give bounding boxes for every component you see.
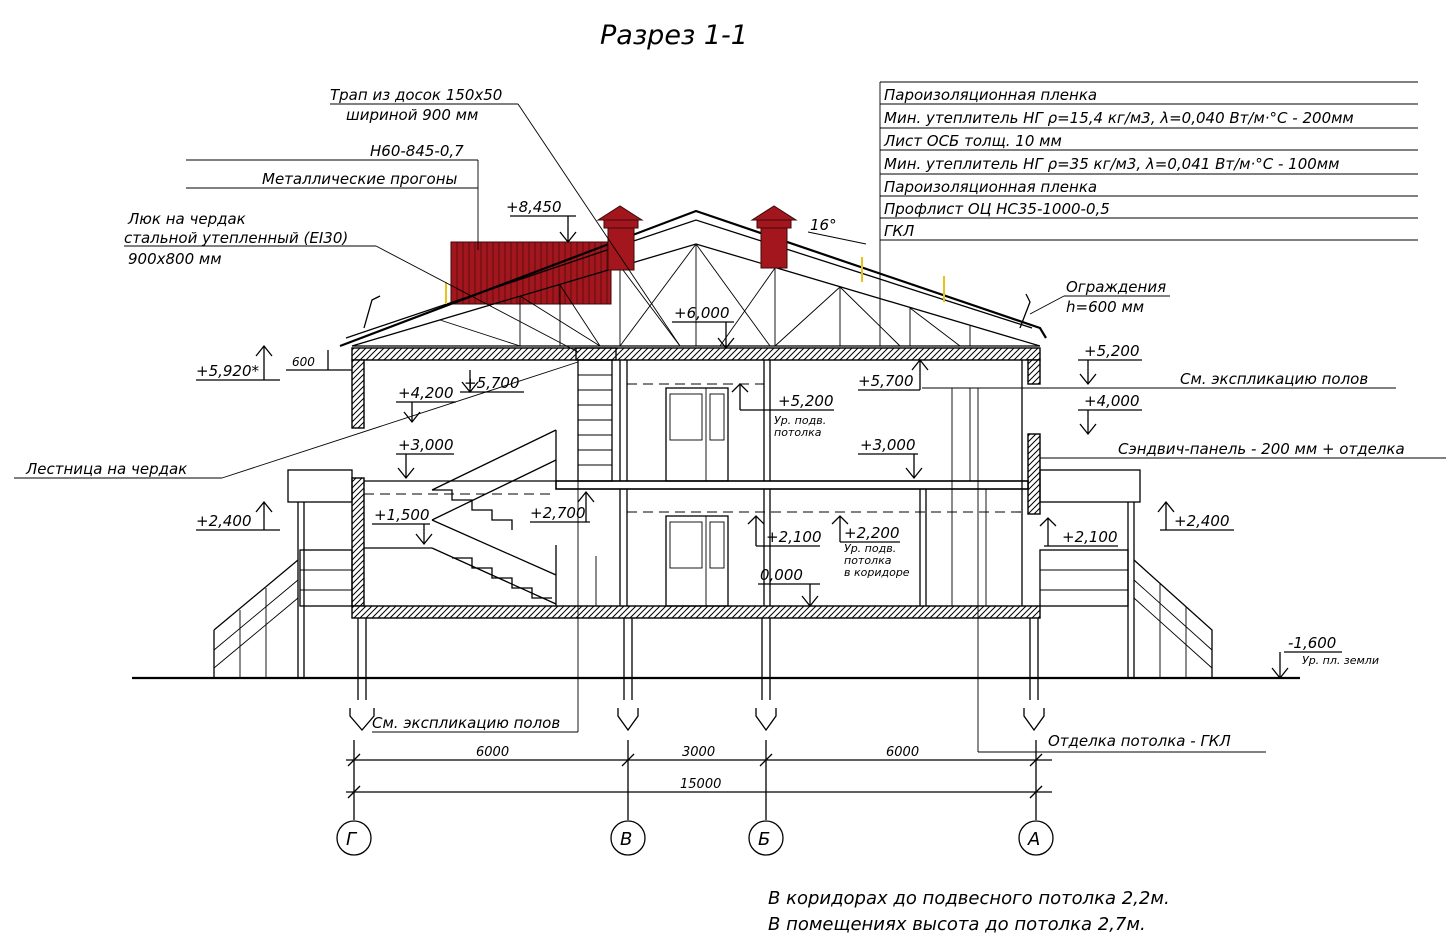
layer-4: Мин. утеплитель НГ ρ=35 кг/м3, λ=0,041 В… [884, 155, 1339, 173]
chimney-left [596, 205, 644, 271]
layer-5: Пароизоляционная пленка [884, 178, 1097, 196]
level-2200-note-1: Ур. подв. [844, 542, 896, 555]
level-5200-center: +5,200 [778, 392, 834, 410]
dimension-lines [346, 740, 1052, 820]
drawing-title: Разрез 1-1 [600, 20, 748, 51]
level-5200-note-1: Ур. подв. [774, 414, 826, 427]
porch-right [1039, 469, 1213, 678]
level-marks [196, 215, 1342, 680]
level-0000: 0,000 [760, 566, 803, 584]
dim-span-3: 6000 [886, 745, 919, 760]
ground-level-note: Ур. пл. земли [1302, 654, 1379, 667]
level-5920: +5,920* [196, 362, 260, 380]
dim-span-2: 3000 [682, 745, 715, 760]
railing-label-2: h=600 мм [1066, 298, 1144, 316]
level-5200-note-2: потолка [774, 426, 822, 439]
level-5700-right: +5,700 [858, 372, 914, 390]
roof-outline [339, 209, 1047, 348]
chimney-right [750, 205, 798, 269]
leader-lines [14, 81, 1446, 753]
level-5200-right: +5,200 [1084, 342, 1140, 360]
door-upper [665, 387, 729, 482]
dim-span-1: 6000 [476, 745, 509, 760]
trap-label-2: шириной 900 мм [346, 106, 478, 124]
layer-2: Мин. утеплитель НГ ρ=15,4 кг/м3, λ=0,040… [884, 109, 1354, 127]
level-6000: +6,000 [674, 304, 730, 322]
main-staircase [364, 429, 557, 606]
attic-ladder [575, 347, 617, 482]
level-2700: +2,700 [530, 504, 586, 522]
level-4000: +4,000 [1084, 392, 1140, 410]
axis-markers [336, 820, 1054, 856]
level-minus-1600: -1,600 [1288, 634, 1336, 652]
axis-label-a: А [1027, 829, 1040, 850]
level-2400-left: +2,400 [196, 512, 252, 530]
level-2400-right: +2,400 [1174, 512, 1230, 530]
hatch-label-1: Люк на чердак [127, 210, 246, 228]
hatch-label-2: стальной утепленный (EI30) [124, 229, 348, 247]
level-2100-right: +2,100 [1062, 528, 1118, 546]
attic-slab [351, 347, 1041, 361]
level-5700-left: +5,700 [464, 374, 520, 392]
level-3000-left: +3,000 [398, 436, 454, 454]
layer-7: ГКЛ [884, 222, 914, 240]
profile-label: Н60-845-0,7 [370, 142, 464, 160]
level-2200-note-3: в коридоре [844, 566, 910, 579]
note-corridor: В коридорах до подвесного потолка 2,2м. [768, 888, 1170, 909]
floors-ref-right: См. экспликацию полов [1180, 370, 1368, 388]
dim-600: 600 [292, 355, 315, 369]
piles [349, 618, 1045, 732]
door-lower [665, 515, 729, 607]
truss-webs [439, 243, 971, 347]
stair-label: Лестница на чердак [25, 460, 187, 478]
level-4200: +4,200 [398, 384, 454, 402]
level-8450: +8,450 [506, 198, 562, 216]
trap-label-1: Трап из досок 150х50 [330, 86, 502, 104]
railing-label-1: Ограждения [1066, 278, 1166, 296]
ceiling-finish-label: Отделка потолка - ГКЛ [1048, 732, 1231, 750]
axis-label-b: Б [758, 829, 770, 850]
layer-1: Пароизоляционная пленка [884, 86, 1097, 104]
axis-label-g: Г [346, 829, 358, 850]
dim-total: 15000 [680, 777, 721, 792]
ground-slab [351, 605, 1041, 619]
level-3000-right: +3,000 [860, 436, 916, 454]
floors-ref-bottom: См. экспликацию полов [372, 714, 560, 732]
level-1500: +1,500 [374, 506, 430, 524]
purlins-label: Металлические прогоны [262, 170, 458, 188]
roof [339, 205, 1047, 348]
layer-3: Лист ОСБ толщ. 10 мм [883, 132, 1062, 150]
porch-left [213, 469, 353, 678]
sandwich-label: Сэндвич-панель - 200 мм + отделка [1118, 440, 1405, 458]
level-2200-note-2: потолка [844, 554, 892, 567]
note-rooms: В помещениях высота до потолка 2,7м. [768, 914, 1146, 935]
hatch-label-3: 900х800 мм [128, 250, 222, 268]
axis-label-v: В [620, 829, 632, 850]
building [132, 347, 1300, 732]
layer-6: Профлист ОЦ НС35-1000-0,5 [884, 200, 1110, 218]
roof-angle: 16° [810, 216, 837, 234]
level-2100-left: +2,100 [766, 528, 822, 546]
level-2200: +2,200 [844, 524, 900, 542]
